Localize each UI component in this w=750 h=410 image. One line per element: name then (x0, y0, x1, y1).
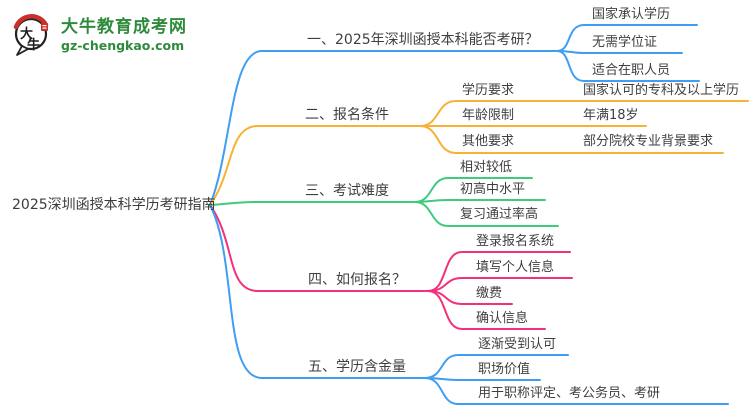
branch-4-child-4: 确认信息 (476, 311, 529, 326)
branch-2-child-3: 其他要求 (462, 134, 515, 149)
branch-2-child-2-value: 年满18岁 (583, 108, 639, 123)
branch-4-child-2: 填写个人信息 (476, 260, 555, 275)
logo-bubble-icon: 大 牛 (13, 14, 53, 56)
branch-5-child-1: 逐渐受到认可 (478, 337, 557, 352)
branch-4-child-3: 缴费 (476, 286, 503, 301)
branch-5-child-3: 用于职称评定、考公务员、考研 (478, 386, 661, 401)
logo-title: 大牛教育成考网 (61, 17, 187, 37)
branch-4-child-1: 登录报名系统 (476, 234, 555, 249)
site-logo[interactable]: 大 牛 大牛教育成考网 gz-chengkao.com (13, 14, 187, 56)
branch-2-label: 二、报名条件 (305, 107, 389, 123)
branch-2-child-1-value: 国家认可的专科及以上学历 (583, 83, 740, 98)
branch-2-child-2: 年龄限制 (462, 108, 515, 123)
branch-3-child-2: 初高中水平 (460, 182, 526, 197)
branch-5-child-2: 职场价值 (478, 362, 531, 377)
branch-1-child-3: 适合在职人员 (592, 63, 671, 78)
logo-text: 大牛教育成考网 gz-chengkao.com (61, 14, 187, 54)
branch-1-child-2: 无需学位证 (592, 35, 658, 50)
branch-3-label: 三、考试难度 (305, 183, 389, 199)
branch-4-label: 四、如何报名？ (308, 272, 406, 288)
branch-1-child-1: 国家承认学历 (592, 7, 671, 22)
branch-3-child-3: 复习通过率高 (460, 207, 539, 222)
branch-2-child-3-value: 部分院校专业背景要求 (583, 134, 714, 149)
branch-1-label: 一、2025年深圳函授本科能否考研？ (307, 32, 539, 48)
logo-char-niu: 牛 (27, 38, 41, 53)
logo-url: gz-chengkao.com (61, 38, 185, 53)
branch-3-child-1: 相对较低 (460, 160, 513, 175)
branch-2-child-1: 学历要求 (462, 83, 515, 98)
logo-char-da: 大 (20, 27, 34, 42)
root-node: 2025深圳函授本科学历考研指南 (12, 197, 216, 213)
branch-5-label: 五、学历含金量 (308, 359, 406, 375)
